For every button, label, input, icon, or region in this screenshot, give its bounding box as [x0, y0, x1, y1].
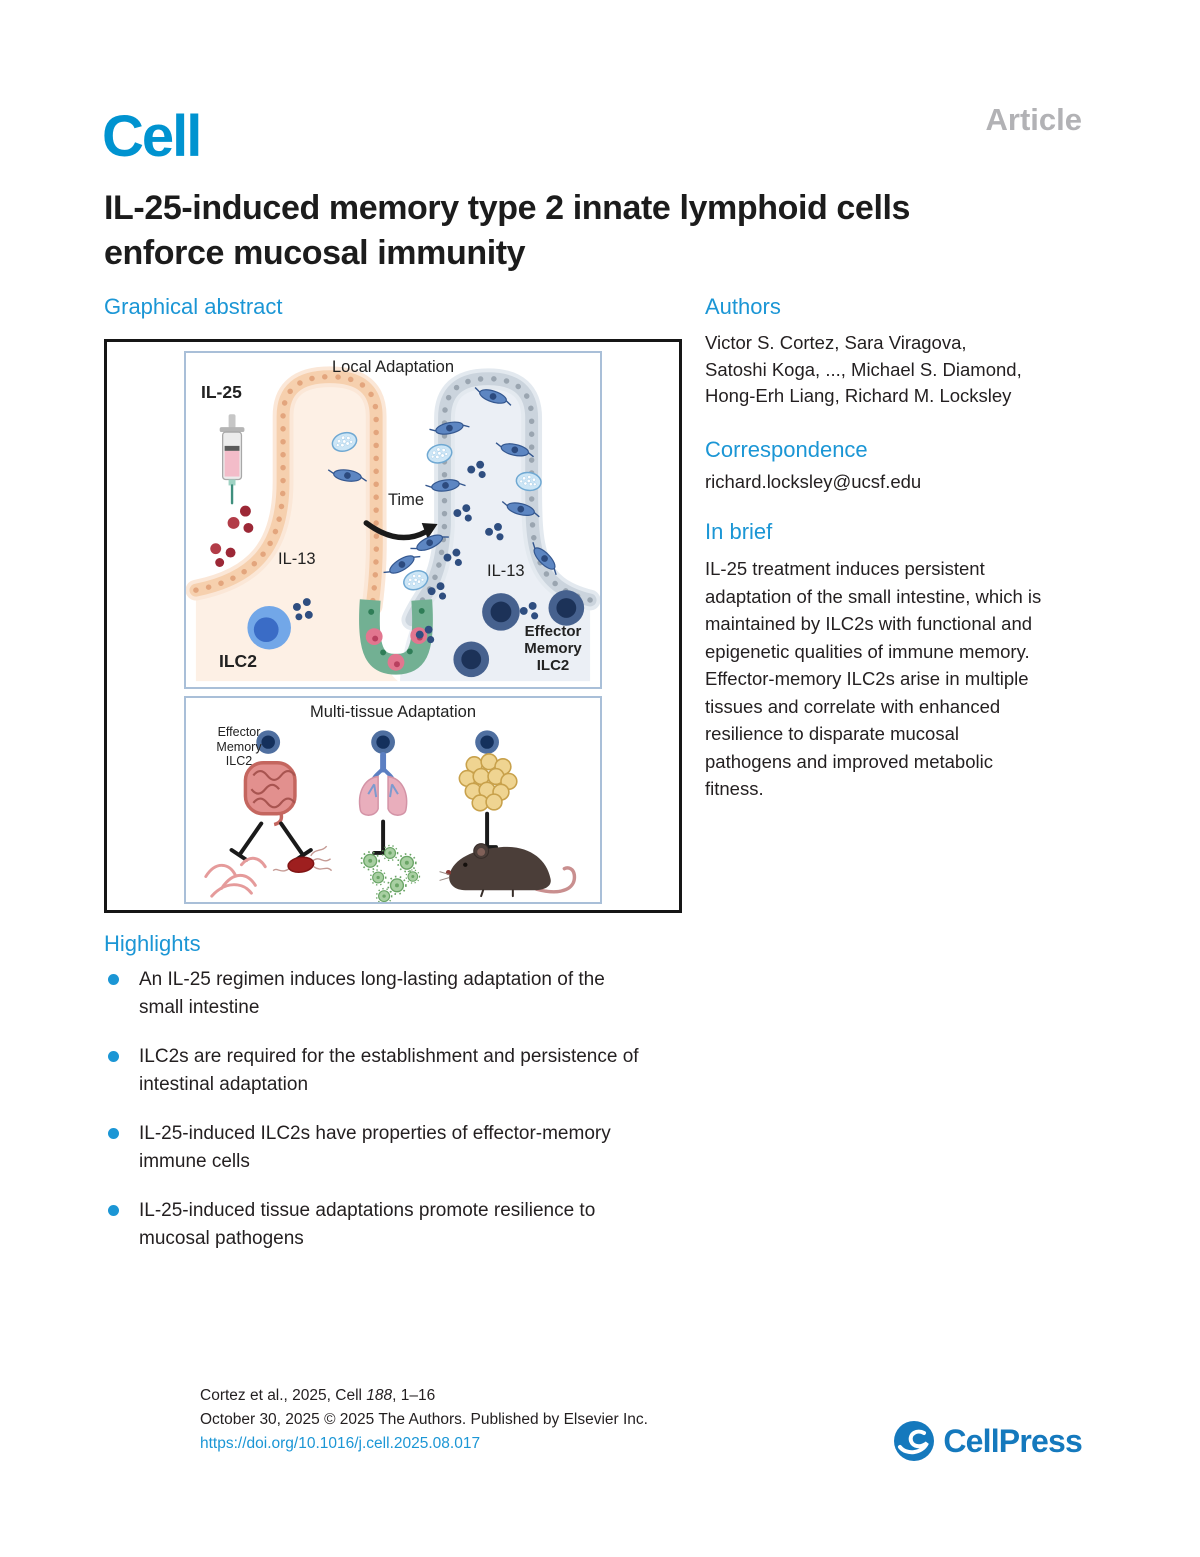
highlight-bullet-icon — [108, 1128, 119, 1139]
in-brief-text: IL-25 treatment induces persistent adapt… — [705, 558, 1042, 799]
highlight-text: ILC2s are required for the establishment… — [139, 1046, 639, 1095]
time-label: Time — [387, 491, 425, 509]
author-line: Hong-Erh Liang, Richard M. Locksley — [705, 385, 1012, 406]
effector-memory-label: Effector Memory ILC2 — [524, 623, 582, 674]
highlight-bullet-icon — [108, 1205, 119, 1216]
lungs-icon — [358, 751, 408, 816]
highlight-item: IL-25-induced tissue adaptations promote… — [104, 1197, 724, 1253]
highlights-list: An IL-25 regimen induces long-lasting ad… — [104, 966, 724, 1274]
il25-label: IL-25 — [201, 382, 242, 402]
graphical-abstract-heading: Graphical abstract — [104, 294, 283, 319]
worms-icon — [204, 856, 267, 898]
il13-left-label: IL-13 — [278, 550, 316, 568]
highlight-item: IL-25-induced ILC2s have properties of e… — [104, 1120, 724, 1176]
cell-journal-logo: Cell — [102, 104, 202, 169]
article-title: IL-25-induced memory type 2 innate lymph… — [104, 189, 911, 272]
correspondence-email-link[interactable]: richard.locksley@ucsf.edu — [705, 471, 922, 492]
il13-right-label: IL-13 — [487, 562, 525, 580]
highlight-text: IL-25-induced ILC2s have properties of e… — [139, 1123, 611, 1172]
citation-authors: Cortez et al., 2025, Cell — [200, 1387, 367, 1404]
bacterium-icon — [272, 845, 333, 873]
multi-tissue-graphic — [204, 730, 576, 902]
naive-villus-icon — [186, 366, 398, 682]
ilc2-label: ILC2 — [219, 651, 257, 671]
effector-memory-label: Effector Memory ILC2 — [216, 725, 262, 768]
highlight-bullet-icon — [108, 1051, 119, 1062]
virus-icons — [360, 844, 421, 902]
syringe-icon — [219, 414, 245, 505]
il13-dots-left — [292, 598, 313, 621]
ilc2-cell-icon — [247, 605, 291, 650]
citation-volume: 188 — [366, 1387, 393, 1404]
citation-pages: , 1–16 — [392, 1387, 436, 1404]
graphical-abstract-figure: Local Adaptation IL-25 Time IL-13 ILC2 I… — [104, 339, 682, 913]
highlights-heading: Highlights — [104, 931, 201, 956]
highlight-item: An IL-25 regimen induces long-lasting ad… — [104, 966, 724, 1022]
correspondence-heading: Correspondence — [705, 437, 868, 462]
publication-line: October 30, 2025 © 2025 The Authors. Pub… — [200, 1411, 648, 1428]
local-adaptation-graphic — [186, 366, 600, 682]
multi-tissue-panel: Multi-tissue Adaptation Effector Memory … — [184, 696, 602, 904]
il25-molecules-icon — [210, 505, 254, 567]
author-line: Victor S. Cortez, Sara Viragova, — [705, 332, 967, 353]
local-adaptation-panel: Local Adaptation IL-25 Time IL-13 ILC2 I… — [184, 351, 602, 689]
doi-link[interactable]: https://doi.org/10.1016/j.cell.2025.08.0… — [200, 1435, 481, 1452]
cellpress-wordmark: CellPress — [943, 1422, 1082, 1459]
citation-block: Cortez et al., 2025, Cell 188, 1–16 Octo… — [200, 1384, 648, 1456]
mouse-icon — [439, 843, 576, 898]
in-brief-heading: In brief — [705, 519, 773, 544]
cellpress-logo: CellPress — [893, 1420, 1083, 1462]
highlight-text: An IL-25 regimen induces long-lasting ad… — [139, 969, 605, 1018]
authors-heading: Authors — [705, 294, 781, 319]
effector-memory-cells-icon — [256, 730, 499, 754]
highlight-item: ILC2s are required for the establishment… — [104, 1043, 724, 1099]
inhibition-bars-icon — [229, 811, 498, 862]
citation-line: Cortez et al., 2025, Cell 188, 1–16 — [200, 1384, 648, 1408]
local-panel-title: Local Adaptation — [331, 358, 455, 376]
effector-memory-cells-icon — [453, 590, 585, 678]
author-line: Satoshi Koga, ..., Michael S. Diamond, — [705, 358, 1022, 380]
article-type-badge: Article — [985, 102, 1082, 137]
cellpress-swirl-icon — [894, 1421, 935, 1461]
multi-tissue-panel-title: Multi-tissue Adaptation — [309, 703, 476, 721]
adipose-tissue-icon — [458, 753, 518, 812]
time-arrow-icon — [363, 520, 438, 541]
intestine-icon — [243, 761, 297, 827]
highlight-bullet-icon — [108, 974, 119, 985]
author-list: Victor S. Cortez, Sara Viragova, Satoshi… — [705, 330, 1022, 410]
highlight-text: IL-25-induced tissue adaptations promote… — [139, 1200, 596, 1249]
crypt-icon — [359, 599, 433, 675]
